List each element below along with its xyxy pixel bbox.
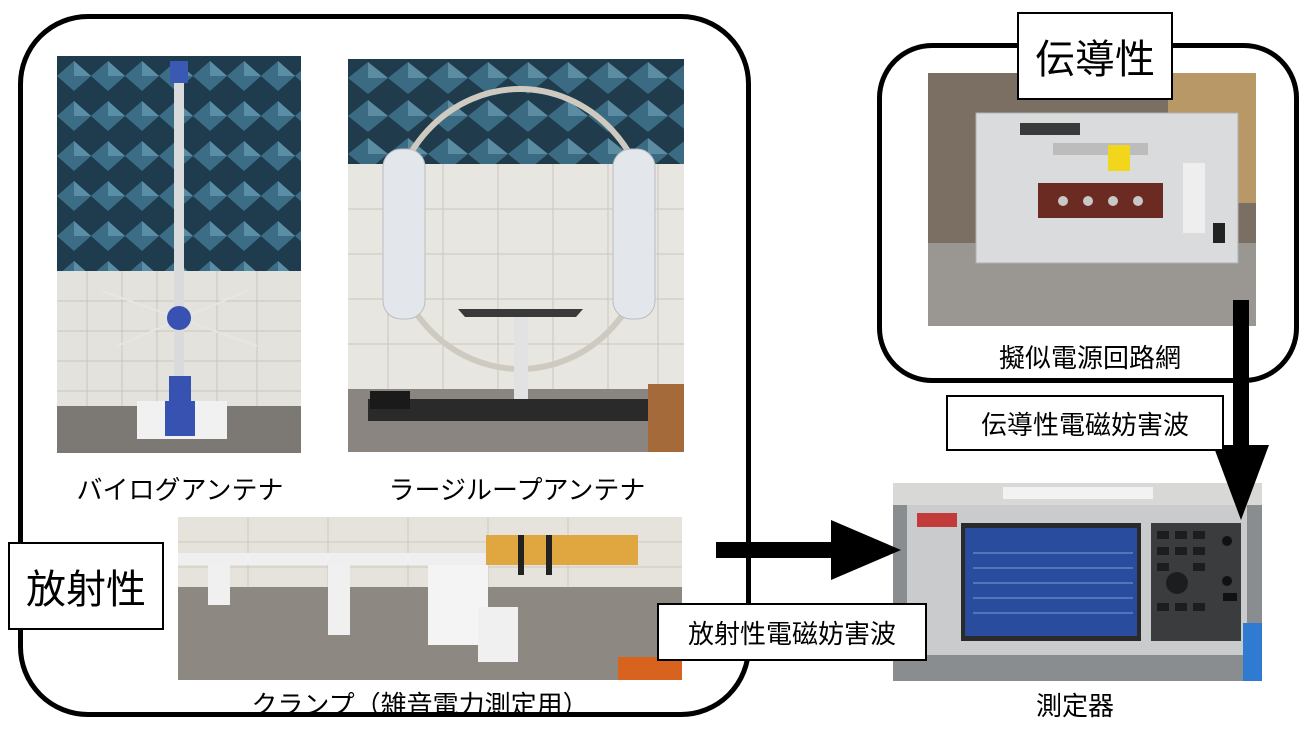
loop-antenna-photo [348, 59, 684, 452]
radiated-group-frame [18, 14, 751, 717]
bilog-antenna-caption: バイログアンテナ [76, 476, 284, 506]
radiated-group-label: 放射性 [8, 542, 164, 630]
receiver-photo [893, 483, 1262, 681]
lisn-caption: 擬似電源回路網 [998, 344, 1181, 374]
receiver-caption: 測定器 [1035, 692, 1114, 722]
clamp-caption: クランプ（雑音電力測定用） [251, 691, 589, 721]
conducted-arrow [1213, 300, 1269, 520]
lisn-photo [928, 73, 1256, 326]
radiated-group-label-text: 放射性 [26, 567, 146, 613]
bilog-antenna-photo [57, 56, 301, 453]
clamp-photo [178, 517, 682, 680]
conducted-group-label-text: 伝導性 [1035, 37, 1155, 83]
radiated-wave-label: 放射性電磁妨害波 [657, 603, 927, 661]
radiated-wave-label-text: 放射性電磁妨害波 [687, 619, 896, 650]
conducted-wave-label: 伝導性電磁妨害波 [946, 395, 1224, 451]
radiated-arrow [716, 520, 901, 580]
conducted-group-label: 伝導性 [1017, 12, 1173, 100]
loop-antenna-caption: ラージループアンテナ [388, 476, 646, 506]
conducted-wave-label-text: 伝導性電磁妨害波 [980, 410, 1189, 441]
